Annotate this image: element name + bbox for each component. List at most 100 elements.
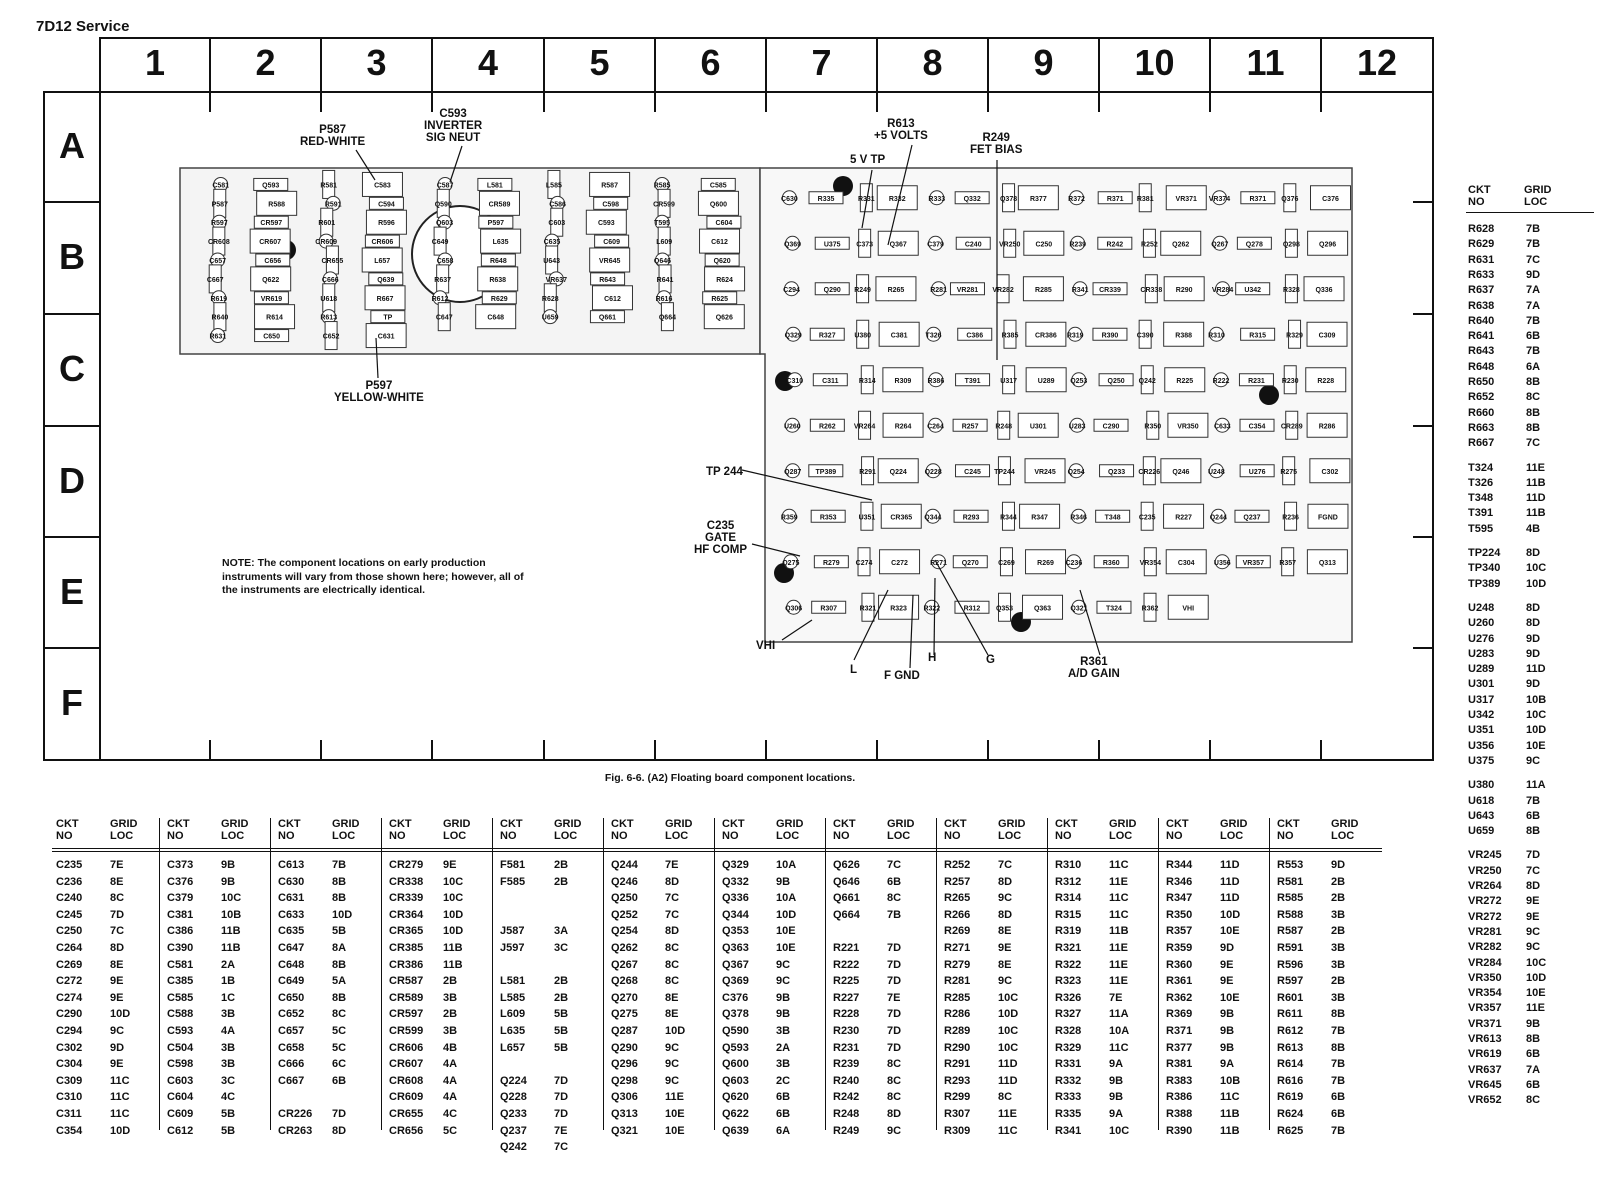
board-component-label: VR645 [599,258,621,265]
board-component [812,373,848,387]
board-component-label: R315 [1249,332,1266,339]
board-component [589,171,631,197]
board-component [955,464,991,478]
board-component-label: R225 [1176,378,1193,385]
header-ckt-no: CKT NO [167,818,190,842]
board-component-label: Q332 [964,196,981,203]
grid-loc: 9C [776,975,791,988]
ckt-no: Q622 [722,1108,749,1120]
board-component [858,228,872,258]
board-component [1142,456,1156,486]
ckt-no: Q250 [611,892,638,905]
header-grid-loc: GRID LOC [998,818,1026,842]
board-component-label: Q244 [1210,514,1227,521]
grid-loc: 8C [1526,391,1541,404]
board-component [1306,412,1348,438]
ckt-no: C379 [167,892,194,905]
grid-loc: 11B [221,925,241,938]
board-component-label: R242 [1106,241,1123,248]
board-component [370,310,406,324]
board-component-label: T391 [965,378,981,385]
callout-r249: R249 FET BIAS [970,132,1023,156]
board-component-label: R307 [820,605,837,612]
board-component-label: Q290 [824,287,841,294]
board-component-label: Q626 [716,315,733,322]
ckt-no: VR272 [1468,895,1502,908]
board-component [1096,600,1132,614]
grid-loc: 7D [887,1008,902,1021]
board-component [1146,410,1160,440]
board-component-label: CR386 [1035,332,1057,339]
page-header: 7D12 Service [36,18,130,35]
board-component [1022,276,1064,302]
board-component-label: Q593 [262,182,279,189]
ckt-no: CR608 [389,1074,424,1087]
board-component-label: Q298 [1283,241,1300,248]
ckt-no: VR613 [1468,1033,1502,1045]
board-component [1160,230,1202,256]
grid-row-F: F [61,682,83,723]
board-component-label: VR284 [1212,287,1234,294]
ckt-no: Q332 [722,875,749,888]
board-component [1310,185,1352,211]
grid-loc: 8B [332,991,347,1004]
board-component-label: C236 [1065,560,1082,567]
board-component-label: P587 [212,201,228,208]
board-component-label: R631 [209,334,226,341]
board-component [1214,417,1230,433]
grid-loc: 11C [110,1091,130,1104]
grid-loc: 11E [1109,975,1128,988]
header-ckt-no: CKT NO [944,818,967,842]
grid-loc: 8C [887,892,902,905]
column-divider [270,818,271,1130]
grid-loc: 11A [1109,1008,1129,1021]
grid-loc: 2B [554,975,569,988]
board-component-label: R279 [823,560,840,567]
ckt-no: VR371 [1468,1017,1502,1030]
ckt-no: R371 [1166,1025,1193,1037]
grid-loc: 7D [554,1074,569,1087]
grid-loc: 10A [776,892,797,905]
grid-loc: 3B [443,1025,458,1037]
ckt-no: R386 [1166,1091,1193,1104]
grid-loc: 11D [1220,859,1240,871]
board-component-label: Q646 [654,258,671,265]
board-component [1306,321,1348,347]
board-component-label: R628 [542,296,559,303]
column-divider [159,818,160,1130]
board-component [1019,503,1061,529]
grid-column-9: 9 [1033,42,1054,83]
board-component-label: VR354 [1140,560,1162,567]
board-component [952,418,988,432]
grid-loc: 8D [665,875,680,888]
board-component-label: C272 [891,560,908,567]
grid-loc: 6B [1526,330,1541,343]
ckt-no: C667 [278,1074,305,1087]
board-component [781,508,797,524]
board-component-label: Q270 [962,560,979,567]
board-component [437,302,451,332]
